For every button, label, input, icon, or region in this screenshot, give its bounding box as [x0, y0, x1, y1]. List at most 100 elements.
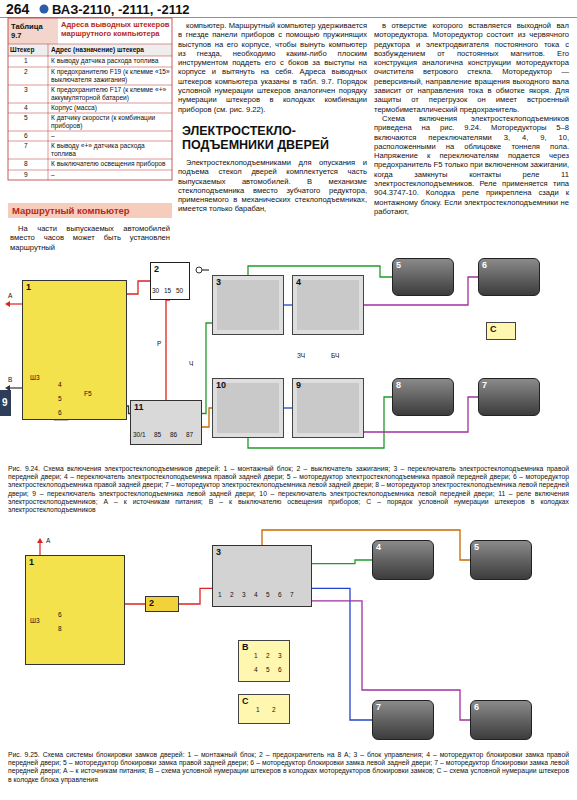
body-text: компьютер. Маршрутный компьютер удержива…	[178, 21, 367, 114]
wire	[202, 408, 212, 427]
wire-code: ЗЧ	[296, 352, 306, 360]
component-box: 1	[25, 555, 125, 665]
section-heading: ЭЛЕКТРОСТЕКЛО-ПОДЪЕМНИКИ ДВЕРЕЙ	[182, 124, 367, 152]
callout-number: 9	[293, 379, 304, 391]
heading-band	[8, 203, 172, 218]
pin-number: 2	[272, 706, 276, 714]
wire	[284, 304, 292, 305]
pin-number: 15	[164, 287, 171, 295]
component-box: 1	[22, 280, 127, 420]
table-cell: 5	[24, 114, 28, 122]
pin-number: 85	[154, 431, 161, 439]
chapter-tab	[0, 390, 11, 416]
callout-number: 1	[23, 281, 34, 293]
pin-number: 4	[254, 591, 258, 599]
component-box: 2	[150, 262, 190, 300]
component-box: С	[486, 322, 516, 340]
table-cell: 1	[24, 57, 28, 65]
table-cell: Штекер	[10, 46, 35, 54]
callout-number: 2	[151, 263, 162, 275]
pin-number: 3	[242, 591, 246, 599]
wire-code: БЧ	[330, 352, 340, 360]
wire	[202, 323, 212, 414]
component-box: В	[238, 640, 290, 682]
component-box: 2	[145, 596, 179, 612]
pin-number: 6	[278, 666, 282, 674]
callout-number: 10	[213, 379, 229, 391]
wire	[284, 407, 292, 408]
pin-number: 50	[176, 287, 183, 295]
body-text: в отверстие которого вставляется выходно…	[374, 21, 569, 114]
pin-number: F5	[84, 390, 92, 398]
pin-number: 3	[278, 652, 282, 660]
component-box: 3	[212, 545, 312, 607]
body-text: На части выпускаемых автомобилей вместо …	[10, 224, 170, 252]
component-box: 4	[292, 275, 364, 335]
pin-number: 2	[266, 652, 270, 660]
wire-code: Р	[156, 340, 162, 348]
callout-number: 4	[373, 541, 384, 553]
table-cell: К предохранителю F19 (к клемме «15» выкл…	[51, 68, 170, 83]
callout-number: 3	[213, 546, 224, 558]
pin-number: 86	[170, 431, 177, 439]
pin-number: 1	[256, 706, 260, 714]
component-box: 7	[372, 700, 434, 740]
table-grid	[8, 44, 172, 180]
table-frame	[8, 18, 172, 180]
callout-number: 4	[293, 276, 304, 288]
pin-number: 6	[58, 611, 62, 619]
table-header-row	[8, 44, 172, 56]
table-title: Адреса выводных штекеров маршрутного ком…	[61, 20, 171, 38]
table-cell: 8	[24, 160, 28, 168]
page-title: ВАЗ-2110, -2111, -2112	[52, 2, 190, 17]
pin-number: Ш3	[30, 617, 40, 625]
wire	[179, 588, 212, 604]
table-title-cell	[8, 18, 58, 44]
pin-number: 6	[58, 409, 62, 417]
pin-number: 30/1	[133, 431, 146, 439]
component-box: С	[238, 694, 290, 724]
wire	[166, 300, 170, 400]
pin-number: 1	[218, 591, 222, 599]
table-cell: К выводу датчика расхода топлива	[51, 57, 170, 65]
chapter-tab: 9	[2, 397, 8, 409]
pin-number: 87	[186, 431, 193, 439]
figure-caption: Рис. 9.25. Схема системы блокировки замк…	[8, 751, 569, 784]
pin-number: А	[8, 292, 12, 300]
callout-number: 11	[131, 401, 147, 413]
wire	[312, 560, 372, 564]
table-cell: 7	[24, 142, 28, 150]
pin-number: 5	[266, 666, 270, 674]
table-cell: К выводу «+» датчика расхода топлива	[51, 142, 170, 157]
table-cell: 3	[24, 86, 28, 94]
header-bullet	[40, 5, 49, 14]
callout-number: 5	[393, 259, 404, 271]
pin-number: 30	[152, 287, 159, 295]
component-box: 4	[372, 540, 434, 580]
pin-number: В	[8, 376, 12, 384]
callout-number: 1	[26, 556, 37, 568]
table-cell: К предохранителю F17 (к клемме «+» аккум…	[51, 86, 170, 101]
component-box: 8	[392, 378, 454, 416]
component-box: 10	[212, 378, 284, 438]
table-cell: –	[51, 171, 170, 179]
body-text: Схема включения электростеклоподъемников…	[374, 114, 569, 216]
table-cell: Корпус (масса)	[51, 104, 170, 112]
callout-number: В	[239, 641, 252, 653]
component-box: 6	[470, 700, 532, 740]
wire	[312, 588, 372, 720]
component-box: 3	[212, 275, 284, 335]
pin-number: 1	[254, 652, 258, 660]
pin-number: 2	[230, 591, 234, 599]
callout-number: 7	[373, 701, 384, 713]
callout-number: 8	[393, 379, 404, 391]
callout-number: 2	[146, 597, 157, 609]
page-number: 264	[6, 1, 29, 17]
pin-number: 5	[58, 395, 62, 403]
component-box: 6	[478, 258, 540, 296]
component-box: 11	[130, 400, 202, 445]
component-box: 5	[470, 540, 532, 580]
section-heading: Маршрутный компьютер	[12, 205, 130, 216]
wire	[125, 603, 145, 605]
pin-number: 4	[254, 666, 258, 674]
